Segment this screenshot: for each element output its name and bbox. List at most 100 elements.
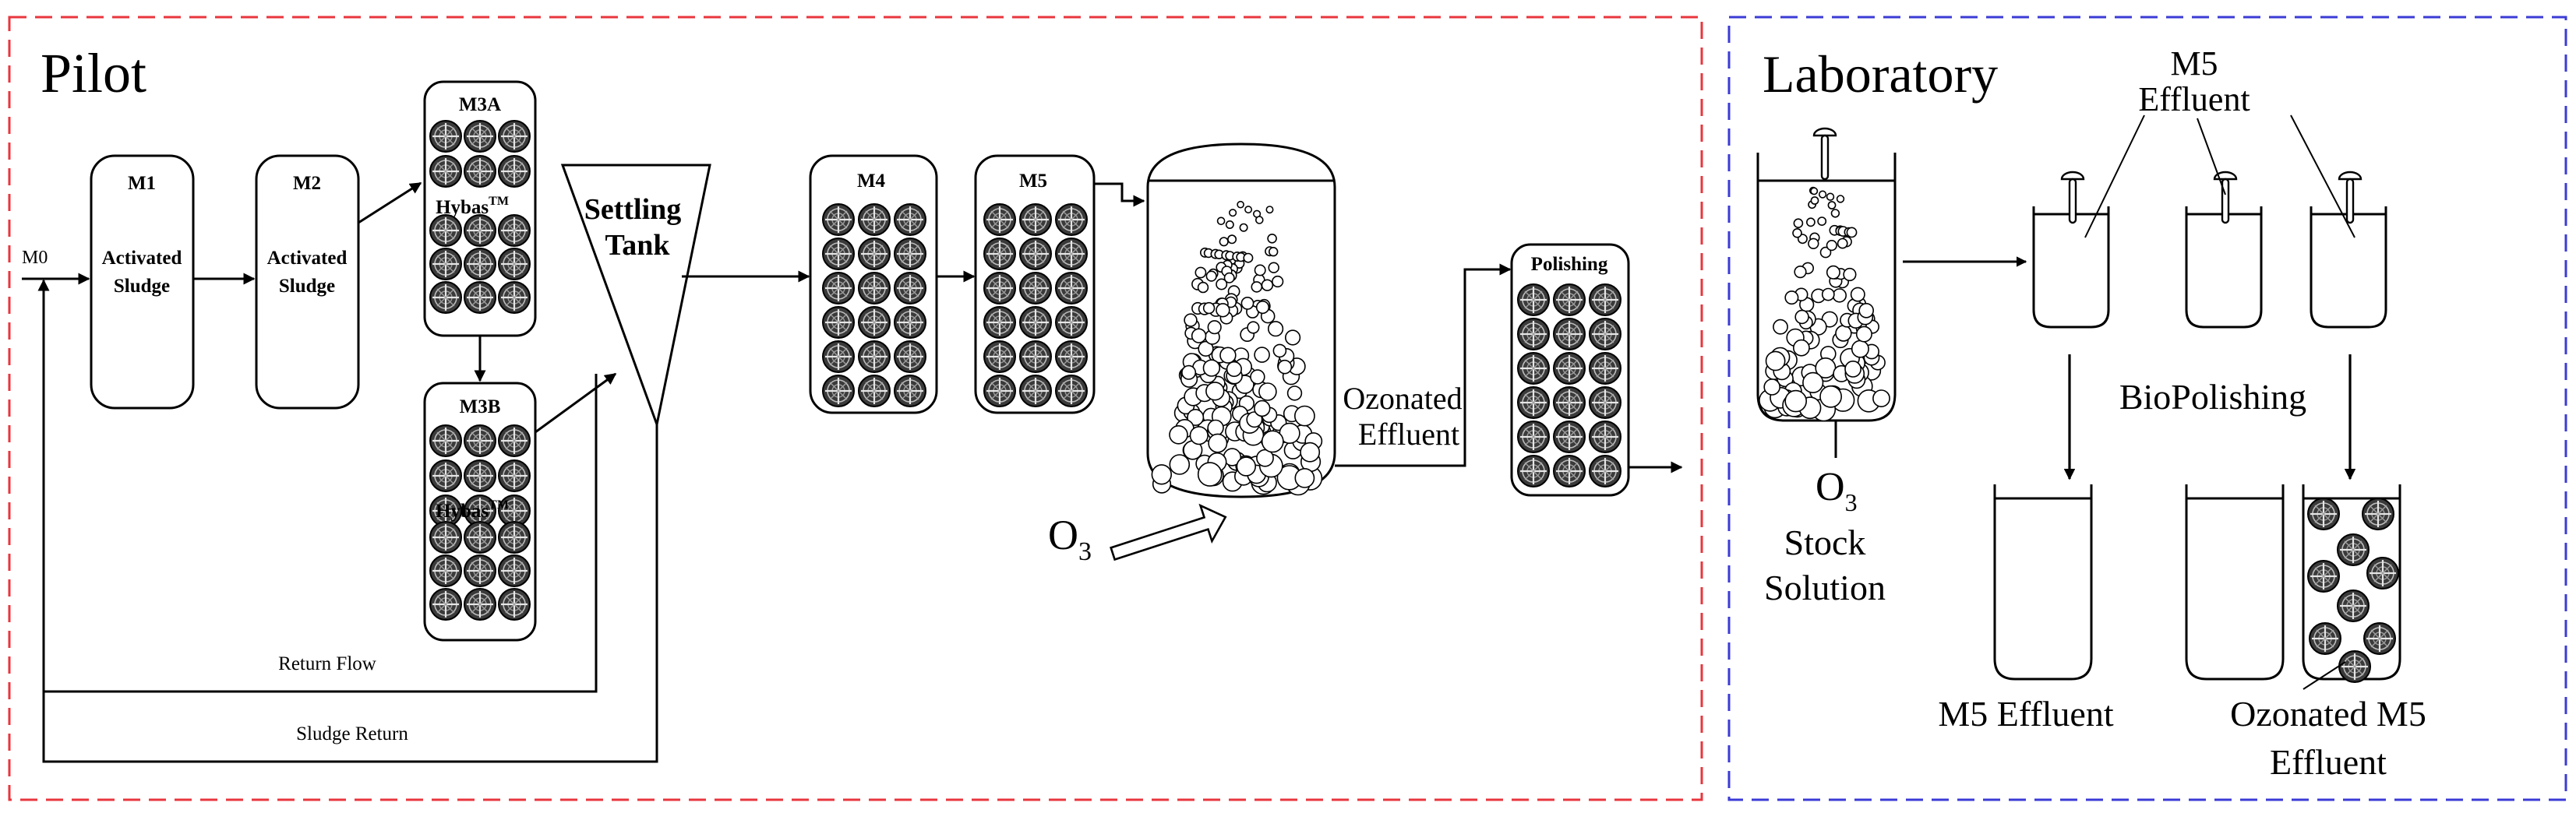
ozone-bubble-icon (1802, 371, 1824, 394)
ozone-bubble-icon (1255, 216, 1264, 224)
carrier-media-icon (983, 305, 1017, 340)
m2-tank (255, 154, 360, 410)
ozone-bubble-icon (1184, 313, 1198, 327)
ozonated-m5-leader (2303, 661, 2346, 690)
m5-effluent-top-line2: Effluent (2138, 80, 2250, 118)
carrier-media-icon (1054, 271, 1089, 305)
ozone-bubble-icon (1216, 278, 1228, 290)
carrier-media-icon (429, 459, 463, 493)
ozone-bubble-icon (1198, 340, 1214, 357)
m3a-bottom-media (429, 213, 531, 315)
carrier-media-icon (2338, 649, 2372, 684)
biopolishing-label: BioPolishing (2119, 377, 2306, 417)
ozone-bubble-icon (1792, 227, 1802, 238)
carrier-media-icon (2306, 559, 2341, 593)
ozone-bubble-icon (1194, 266, 1207, 279)
leader-line-1 (2084, 114, 2145, 238)
ozone-bubble-icon (1819, 385, 1843, 408)
m5-effluent-bottom-label: M5 Effluent (1938, 694, 2114, 734)
carrier-media-icon (1054, 237, 1089, 271)
ozonated-line2: Effluent (1358, 417, 1459, 452)
ozone-bubble-icon (1272, 343, 1287, 358)
carrier-media-icon (2336, 589, 2370, 623)
ozone-bubble-icon (1268, 247, 1279, 257)
m3b-hybas: HybasTM (436, 498, 509, 522)
lab-title: Laboratory (1763, 44, 1998, 104)
carrier-media-icon (2366, 556, 2400, 590)
return-flow-label: Return Flow (278, 653, 376, 674)
ozone-bubble-icon (1819, 246, 1832, 259)
ozone-bubble-icon (1265, 206, 1274, 214)
carrier-media-icon (893, 305, 927, 340)
m5-name: M5 (1019, 171, 1047, 192)
carrier-media-icon (497, 119, 531, 153)
carrier-media-icon (1552, 385, 1586, 420)
m2-m3a-arrow (358, 181, 422, 224)
sludge-return-label: Sludge Return (296, 723, 408, 744)
ozone-bubble-icon (1835, 325, 1852, 342)
ozone-bubble-icon (1236, 456, 1257, 477)
ozone-bubble-icon (1258, 382, 1277, 401)
carrier-media-icon (429, 213, 463, 248)
ozone-bubble-icon (1216, 303, 1230, 318)
carrier-media-icon (429, 280, 463, 315)
ozone-bubble-icon (1277, 359, 1293, 375)
carrier-media-icon (893, 271, 927, 305)
m4-name: M4 (857, 171, 886, 192)
carrier-media-icon (857, 374, 891, 408)
carrier-media-icon (983, 202, 1017, 237)
carrier-media-icon (497, 154, 531, 188)
carrier-media-icon (497, 280, 531, 315)
ozone-bubble-icon (1794, 309, 1809, 325)
ozone-bubble-icon (1846, 227, 1858, 238)
carrier-media-icon (1516, 385, 1551, 420)
settling-line1: Settling (584, 193, 682, 226)
ozone-bubble-icon (1256, 449, 1274, 467)
carrier-media-icon (429, 424, 463, 458)
ozone-bubble-icon (1205, 382, 1225, 401)
carrier-media-icon (893, 237, 927, 271)
ozone-bubble-icon (1821, 287, 1835, 301)
ozone-bubble-icon (1294, 405, 1315, 427)
ozone-bubble-icon (1227, 234, 1237, 245)
ozone-bubble-icon (1286, 385, 1303, 401)
carrier-media-icon (1018, 237, 1053, 271)
carrier-media-icon (2306, 497, 2341, 531)
ozone-bubble-icon (1169, 424, 1188, 445)
leader-line-2 (2197, 118, 2226, 195)
carrier-media-icon (857, 237, 891, 271)
stock-o3-label: O3 (1816, 465, 1858, 516)
ozone-bubble-icon (1261, 430, 1284, 453)
m3b-settling-arrow (535, 372, 617, 434)
ozone-bubble-icon (1810, 187, 1819, 195)
carrier-media-icon (2336, 533, 2370, 567)
ozone-bubble-icon (1844, 360, 1862, 378)
carrier-media-icon (1588, 351, 1622, 385)
carrier-media-icon (1588, 283, 1622, 317)
top-beaker-3 (2310, 206, 2387, 329)
ozone-bubble-icon (1792, 339, 1810, 357)
ozone-bubble-icon (1272, 275, 1284, 288)
o3-inlet-arrow-icon (1110, 503, 1227, 561)
carrier-media-icon (1018, 340, 1053, 374)
ozone-bubble-icon (1794, 266, 1807, 279)
ozone-bubble-icon (1810, 196, 1819, 205)
m1-line1: Activated (102, 248, 182, 269)
ozone-bubble-icon (1855, 326, 1872, 343)
carrier-media-icon (1516, 283, 1551, 317)
carrier-media-icon (983, 271, 1017, 305)
ozone-bubble-icon (1793, 218, 1804, 229)
carrier-media-icon (1018, 271, 1053, 305)
carrier-media-icon (893, 374, 927, 408)
pilot-section-border (8, 16, 1703, 801)
m5-ozone-arrow (1094, 182, 1145, 207)
carrier-media-icon (1516, 420, 1551, 454)
carrier-media-icon (1588, 420, 1622, 454)
carrier-media-icon (1552, 317, 1586, 351)
m2-line1: Activated (267, 248, 348, 269)
ozone-bubble-icon (1216, 216, 1226, 226)
ozone-bubble-icon (1284, 329, 1301, 346)
ozone-bubble-icon (1784, 389, 1807, 413)
carrier-media-icon (1018, 374, 1053, 408)
return-flow-line (37, 279, 598, 693)
